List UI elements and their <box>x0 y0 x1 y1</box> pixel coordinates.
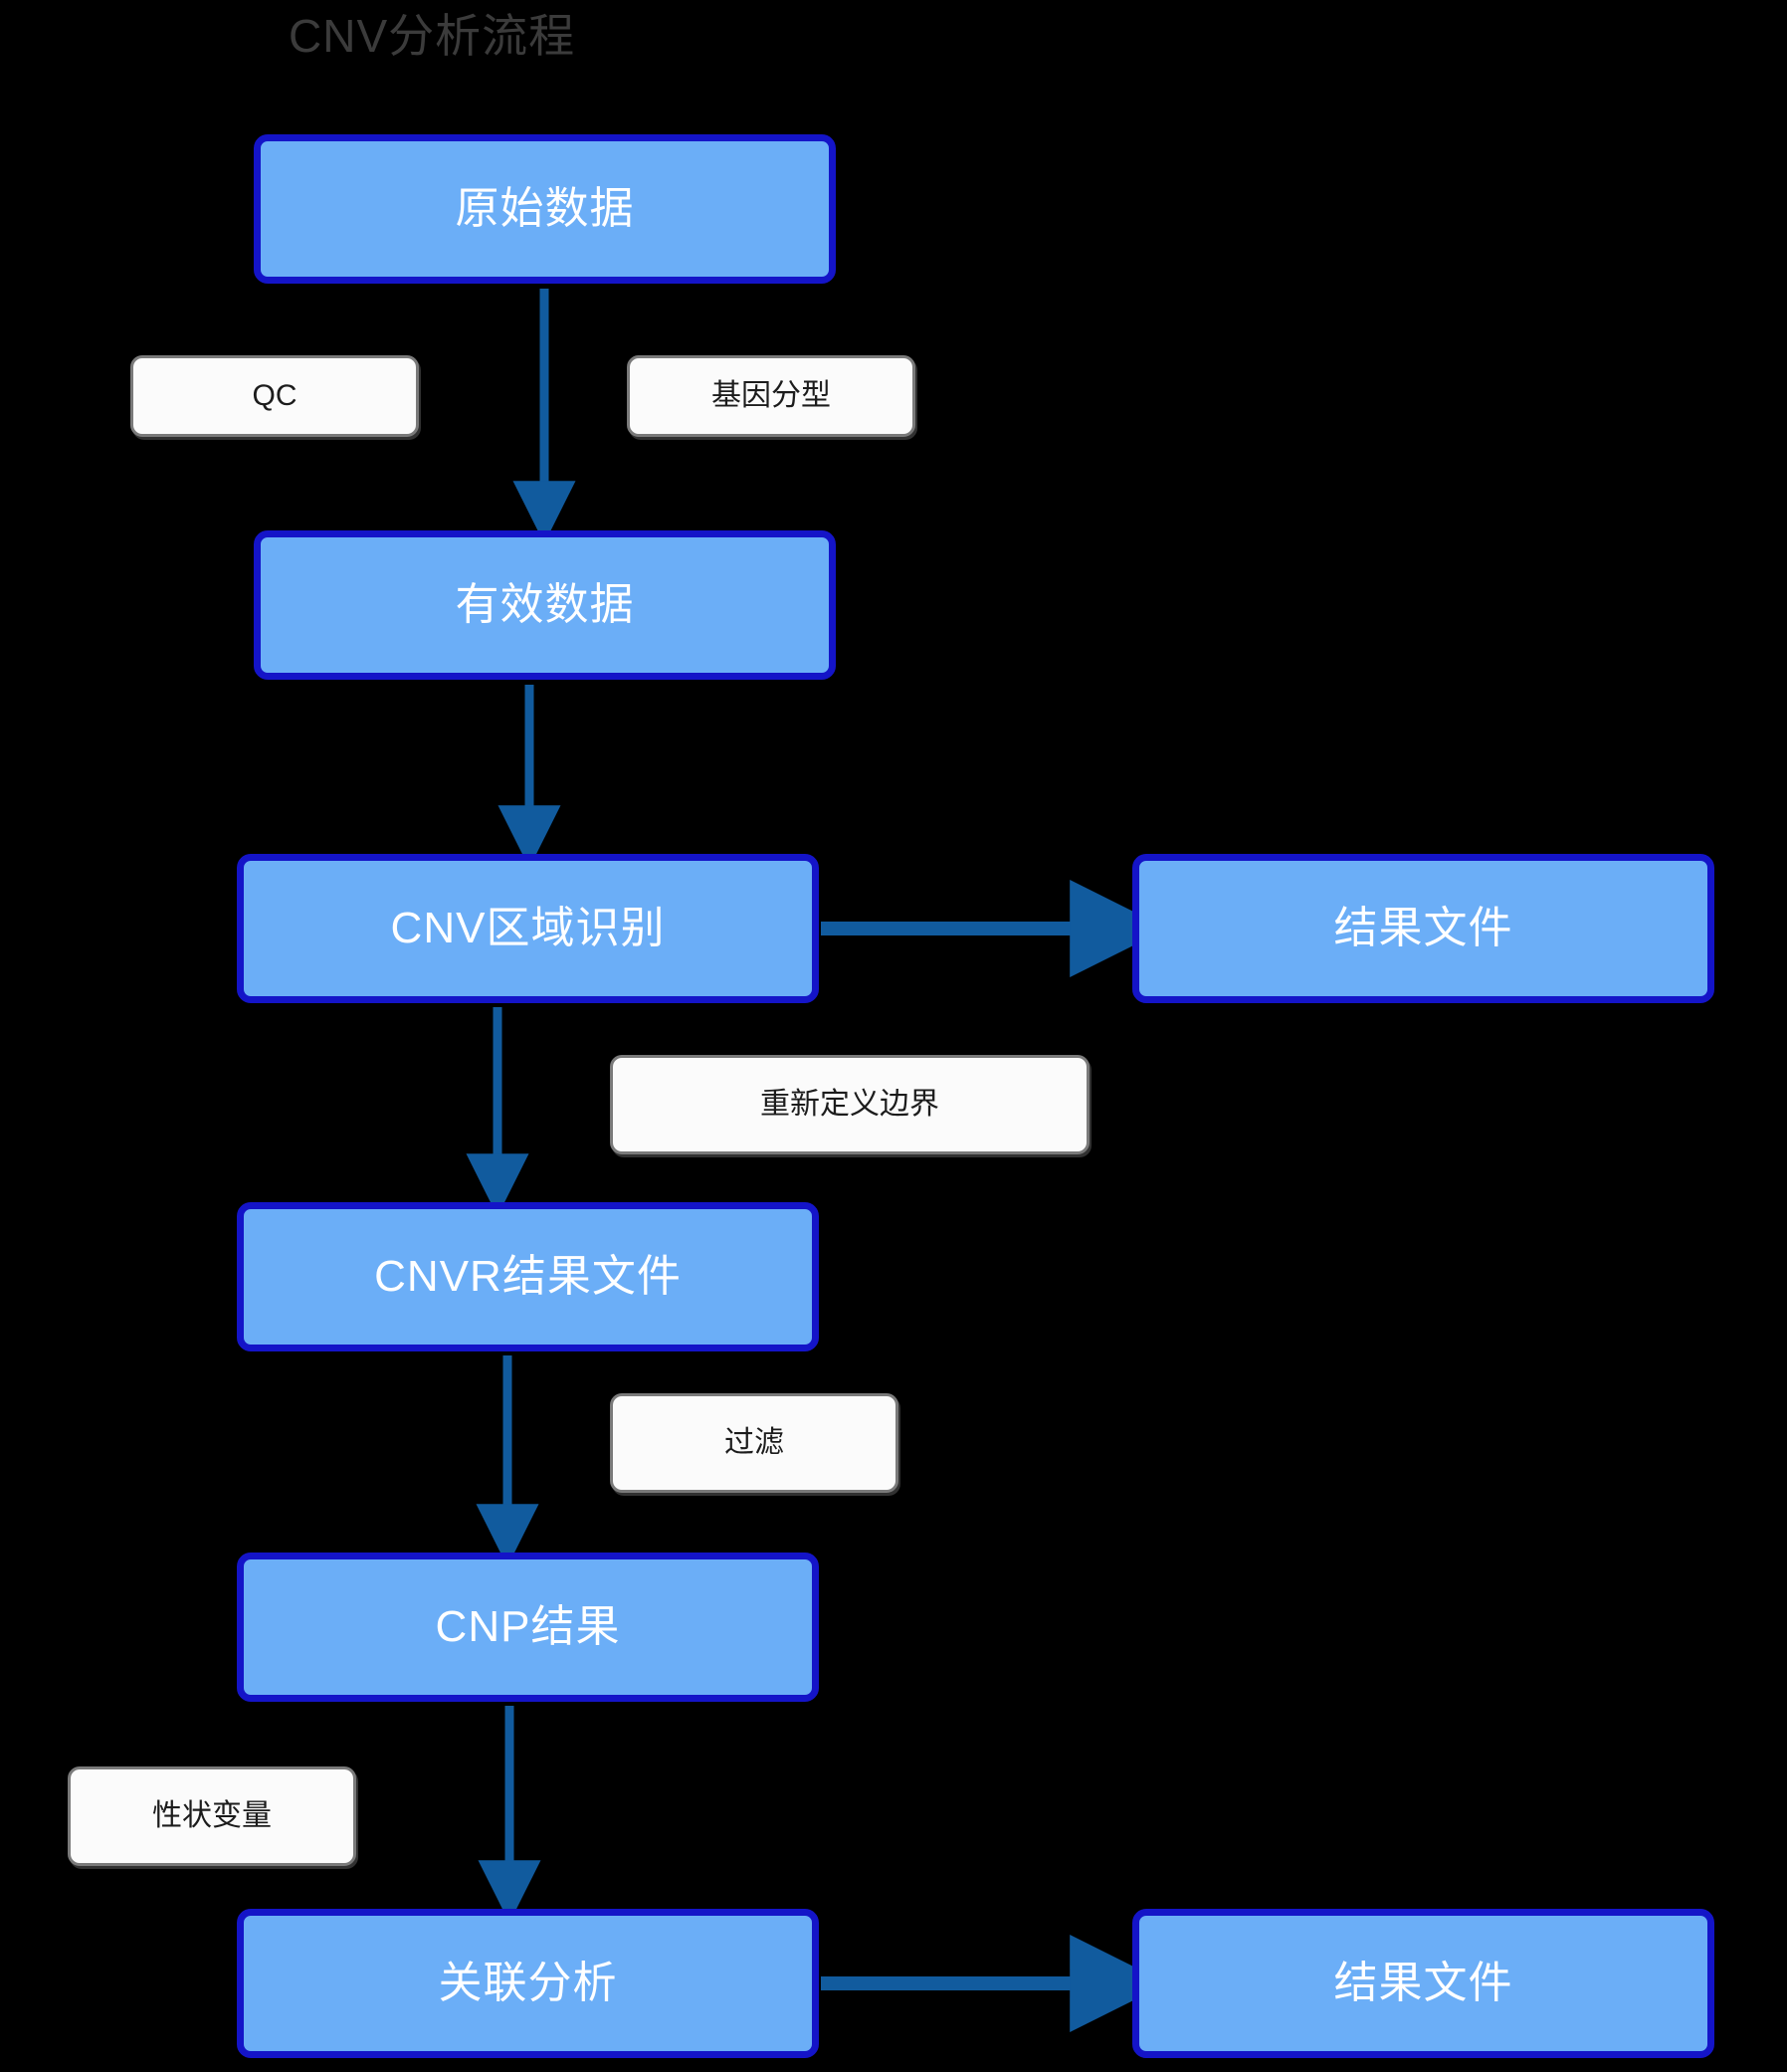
node-assoc-analysis-label: 关联分析 <box>438 1959 618 2007</box>
edge-label-redefine-boundary[interactable]: 重新定义边界 <box>610 1055 1090 1154</box>
node-result-file-1-label: 结果文件 <box>1333 904 1513 952</box>
node-cnv-region-call[interactable]: CNV区域识别 <box>237 854 819 1003</box>
node-raw-data-label: 原始数据 <box>455 184 635 233</box>
node-cnvr-result[interactable]: CNVR结果文件 <box>237 1202 819 1351</box>
node-cnp-result[interactable]: CNP结果 <box>237 1553 819 1702</box>
edge-label-filter-text: 过滤 <box>724 1426 784 1459</box>
edge-label-qc[interactable]: QC <box>130 355 419 437</box>
edge-label-filter[interactable]: 过滤 <box>610 1393 898 1493</box>
node-cnp-result-label: CNP结果 <box>435 1602 621 1651</box>
edge-label-trait-variable-text: 性状变量 <box>152 1799 272 1832</box>
node-cnvr-result-label: CNVR结果文件 <box>374 1252 682 1301</box>
edge-label-genotyping[interactable]: 基因分型 <box>627 355 915 437</box>
edge-label-qc-text: QC <box>252 379 298 412</box>
node-raw-data[interactable]: 原始数据 <box>254 134 836 284</box>
edge-label-trait-variable[interactable]: 性状变量 <box>68 1766 356 1866</box>
node-assoc-analysis[interactable]: 关联分析 <box>237 1909 819 2058</box>
node-cnv-region-call-label: CNV区域识别 <box>390 904 666 952</box>
node-result-file-1[interactable]: 结果文件 <box>1132 854 1714 1003</box>
edge-label-redefine-boundary-text: 重新定义边界 <box>760 1088 939 1121</box>
page-title: CNV分析流程 <box>289 10 576 62</box>
node-result-file-2-label: 结果文件 <box>1333 1959 1513 2007</box>
node-valid-data-label: 有效数据 <box>455 580 635 629</box>
node-result-file-2[interactable]: 结果文件 <box>1132 1909 1714 2058</box>
node-valid-data[interactable]: 有效数据 <box>254 530 836 680</box>
edge-label-genotyping-text: 基因分型 <box>711 379 831 412</box>
